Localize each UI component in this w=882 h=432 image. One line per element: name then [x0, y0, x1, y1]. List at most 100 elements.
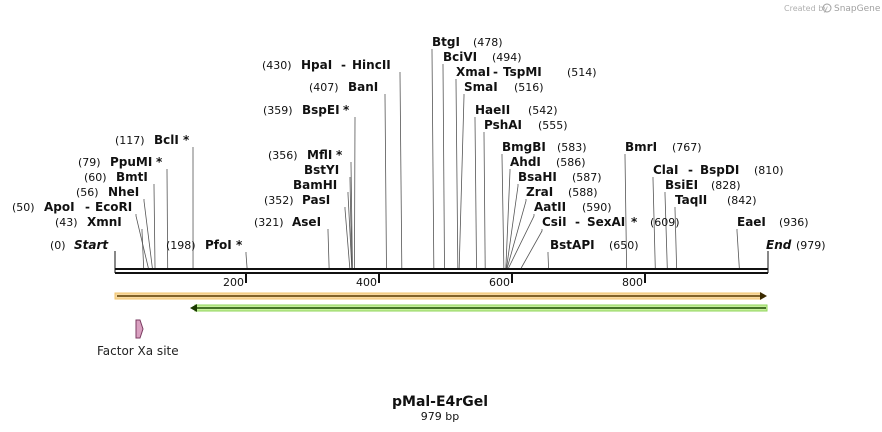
site-label-eaei[interactable]: EaeI (936) — [737, 215, 809, 229]
enzyme-name: PpuMI — [110, 155, 152, 169]
enzyme-name: BspEI — [302, 103, 340, 117]
enzyme-name: BspDI — [700, 163, 739, 177]
site-label-bmri[interactable]: BmrI (767) — [625, 140, 702, 154]
enzyme-labels: (43) XmnI (50) ApoI - EcoRI (56) NheI (6… — [12, 35, 809, 252]
site-label-apoi-ecori[interactable]: (50) ApoI - EcoRI — [12, 200, 132, 214]
orf-reverse[interactable] — [190, 304, 768, 312]
site-connector-apoi — [135, 214, 149, 269]
enzyme-name: EcoRI — [95, 200, 132, 214]
svg-text:(407): (407) — [309, 81, 339, 94]
site-label-clai-bspdi[interactable]: ClaI - BspDI (810) — [653, 163, 784, 177]
site-label-pfoi[interactable]: (198) PfoI * — [166, 238, 243, 252]
enzyme-name: BsiEI — [665, 178, 698, 192]
site-label-bani[interactable]: (407) BanI — [309, 80, 378, 94]
site-label-bspei[interactable]: (359) BspEI * — [263, 103, 350, 117]
site-label-bsiei[interactable]: BsiEI (828) — [665, 178, 741, 192]
site-label-mfli[interactable]: (356) MflI * — [268, 148, 343, 162]
svg-text:(56): (56) — [76, 186, 99, 199]
site-connector-csii — [520, 229, 543, 269]
enzyme-name: BstAPI — [550, 238, 595, 252]
site-label-bcli[interactable]: (117) BclI * — [115, 133, 190, 147]
svg-text:(586): (586) — [556, 156, 586, 169]
svg-text:(650): (650) — [609, 239, 639, 252]
site-connector-clai — [652, 177, 656, 269]
site-label-btgi[interactable]: BtgI (478) — [432, 35, 503, 49]
ruler-tick: 800 — [622, 273, 646, 289]
site-label-bcivi[interactable]: BciVI (494) — [443, 50, 522, 64]
enzyme-name: BclI — [154, 133, 179, 147]
ruler-tick-label: 800 — [622, 276, 643, 289]
end-label: End — [766, 238, 792, 252]
svg-text:(79): (79) — [78, 156, 101, 169]
site-label-ppumi[interactable]: (79) PpuMI * — [78, 155, 163, 169]
ruler-tick-label: 400 — [356, 276, 377, 289]
enzyme-name: BamHI — [293, 178, 337, 192]
enzyme-name: EaeI — [737, 215, 766, 229]
svg-text:(43): (43) — [55, 216, 78, 229]
enzyme-name: BciVI — [443, 50, 477, 64]
enzyme-name: ApoI — [44, 200, 75, 214]
site-label-bsahi[interactable]: BsaHI (587) — [518, 170, 602, 184]
site-connector-smai — [458, 94, 465, 269]
site-connector-bmri — [624, 154, 627, 269]
site-label-zrai[interactable]: ZraI (588) — [526, 185, 598, 199]
enzyme-name: ZraI — [526, 185, 553, 199]
site-label-nhei[interactable]: (56) NheI — [76, 185, 139, 199]
enzyme-name: SmaI — [464, 80, 498, 94]
site-label-pasi[interactable]: (352) PasI — [264, 193, 330, 207]
site-connector-bspei — [354, 117, 356, 269]
site-label-ahdi[interactable]: AhdI (586) — [510, 155, 586, 169]
svg-text:(516): (516) — [514, 81, 544, 94]
site-connector-ppumi — [166, 169, 169, 269]
svg-text:(587): (587) — [572, 171, 602, 184]
svg-text:(50): (50) — [12, 201, 35, 214]
plasmid-name: pMal-E4rGel — [392, 394, 488, 410]
end-label-group: End (979) — [766, 238, 826, 252]
enzyme-name: BsaHI — [518, 170, 557, 184]
site-label-csii-sexai[interactable]: CsiI - SexAI * (609) — [542, 215, 680, 229]
orf-forward[interactable] — [114, 292, 767, 300]
feature-factor-xa-site[interactable]: Factor Xa site — [97, 319, 179, 358]
svg-text:-: - — [575, 215, 580, 229]
site-connector-xmai — [455, 79, 459, 269]
site-label-pshai[interactable]: PshAI (555) — [484, 118, 568, 132]
site-label-smai[interactable]: SmaI (516) — [464, 80, 544, 94]
end-position: (979) — [796, 239, 826, 252]
site-label-taqii[interactable]: TaqII (842) — [675, 193, 757, 207]
site-label-xmni[interactable]: (43) XmnI — [55, 215, 122, 229]
site-label-xmai-tspmi[interactable]: XmaI - TspMI (514) — [456, 65, 597, 79]
site-connector-bmti — [153, 184, 156, 269]
snapgene-credit: Created by SnapGene — [784, 3, 881, 14]
site-connector-aatii — [508, 214, 535, 269]
svg-text:(767): (767) — [672, 141, 702, 154]
svg-text:(430): (430) — [262, 59, 292, 72]
site-connector-pfoi — [245, 252, 248, 269]
sequence-backbone — [114, 251, 769, 274]
enzyme-name: HaeII — [475, 103, 510, 117]
site-label-haeii[interactable]: HaeII (542) — [475, 103, 558, 117]
site-connector-eaei — [736, 229, 740, 269]
ruler-tick: 600 — [489, 273, 513, 289]
site-label-hpai-hincii[interactable]: (430) HpaI - HincII — [262, 58, 391, 72]
svg-text:*: * — [156, 155, 163, 169]
svg-text:(321): (321) — [254, 216, 284, 229]
site-label-aatii[interactable]: AatII (590) — [534, 200, 612, 214]
site-label-asei[interactable]: (321) AseI — [254, 215, 321, 229]
site-connector-taqii — [674, 207, 678, 269]
svg-text:(117): (117) — [115, 134, 145, 147]
svg-text:(352): (352) — [264, 194, 294, 207]
enzyme-name: SexAI — [587, 215, 625, 229]
svg-text:(588): (588) — [568, 186, 598, 199]
site-label-bmti[interactable]: (60) BmtI — [84, 170, 148, 184]
svg-text:*: * — [183, 133, 190, 147]
site-connector-bsahi — [506, 184, 519, 269]
enzyme-name: XmaI — [456, 65, 490, 79]
site-label-bstyi[interactable]: BstYI — [304, 163, 339, 177]
site-label-bmgbi[interactable]: BmgBI (583) — [502, 140, 587, 154]
svg-text:(494): (494) — [492, 51, 522, 64]
enzyme-name: MflI — [307, 148, 332, 162]
site-connector-pasi — [344, 207, 351, 269]
site-label-bamhi[interactable]: BamHI — [293, 178, 337, 192]
site-label-bstapi[interactable]: BstAPI (650) — [550, 238, 639, 252]
site-connector-btgi — [431, 49, 435, 269]
